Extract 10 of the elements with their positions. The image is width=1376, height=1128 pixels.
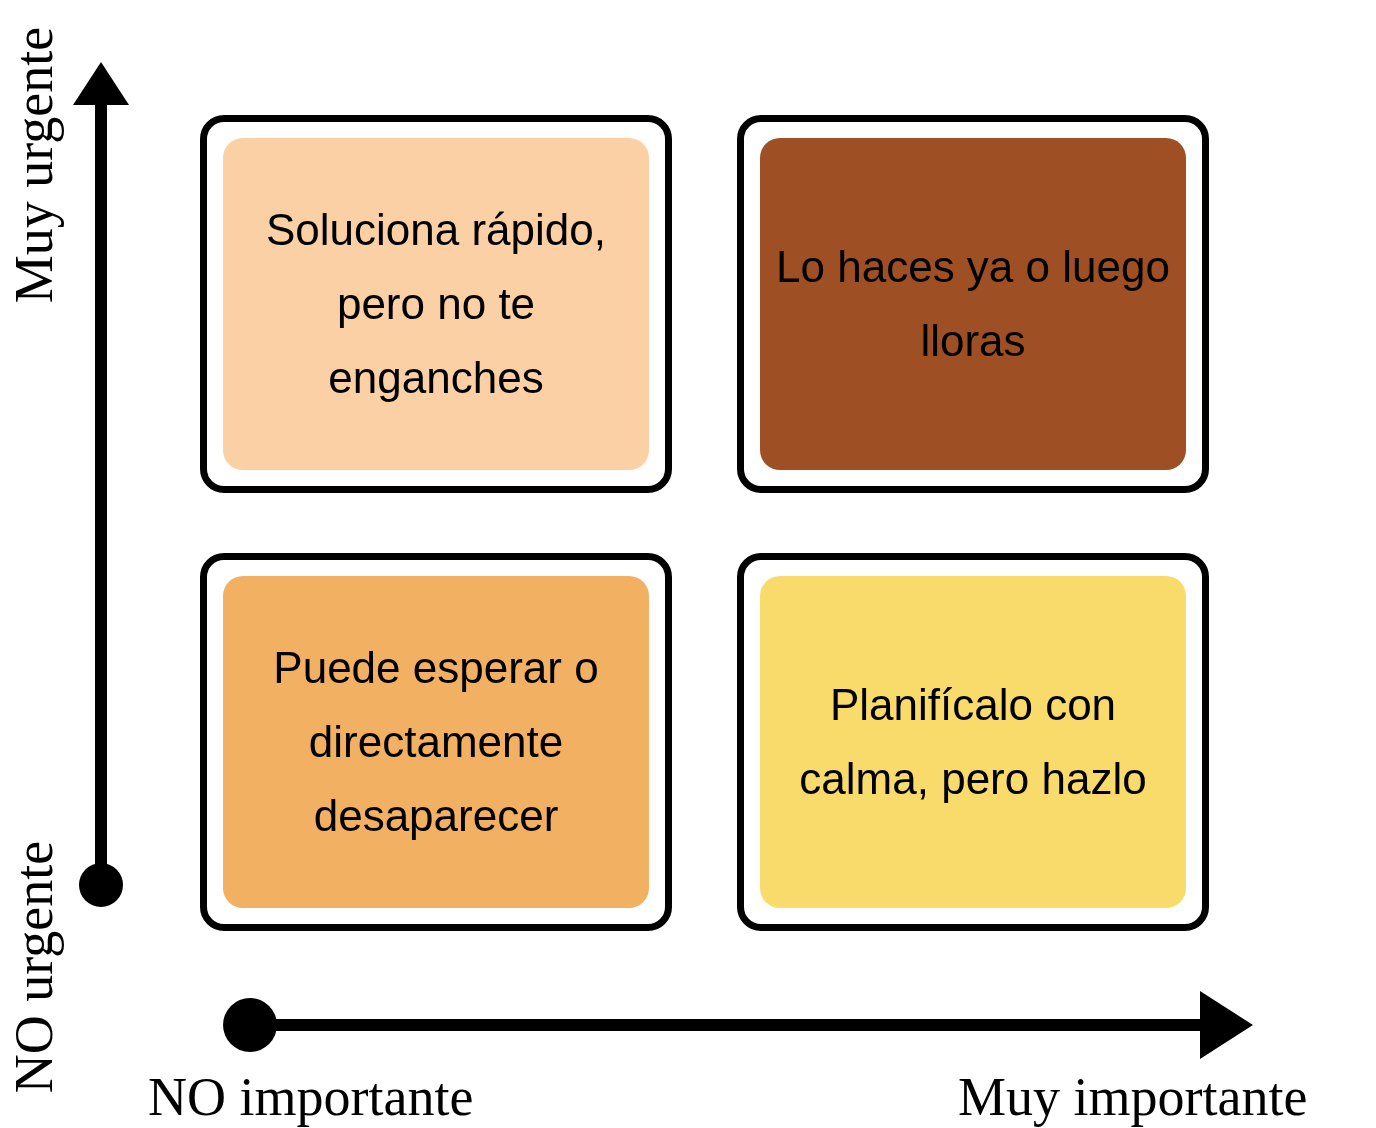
quadrant-text: Soluciona rápido, pero no te enganches (265, 204, 607, 404)
quadrant-card (200, 553, 672, 931)
axis-label: NO urgente (7, 840, 62, 1094)
quadrant-card (737, 553, 1209, 931)
quadrant-text: Lo haces ya o luego lloras (775, 241, 1171, 367)
quadrant-text: Planifícalo con calma, pero hazlo (798, 679, 1148, 805)
quadrant-card (200, 115, 672, 493)
axis-label: Muy urgente (7, 26, 62, 304)
quadrant-card (737, 115, 1209, 493)
quadrant-text: Puede esperar o directamente desaparecer (272, 642, 600, 842)
